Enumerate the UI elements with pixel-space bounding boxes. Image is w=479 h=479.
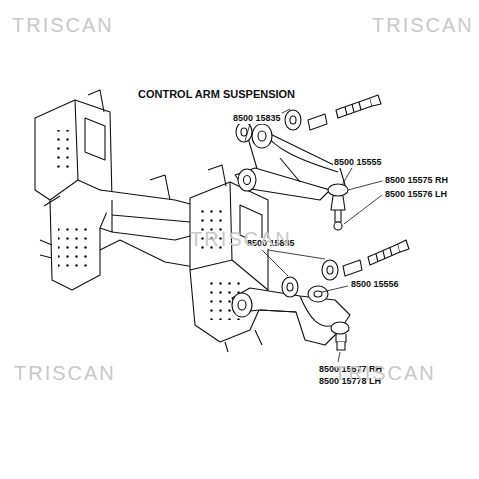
lower-bushings (282, 240, 409, 297)
callout-number: 8500 15556 (350, 279, 400, 290)
subframe (35, 90, 268, 352)
callout-number: 8500 15555 (333, 157, 383, 168)
callout-number: 8500 15835 (232, 113, 282, 124)
callout-number: 8500 15575 RH (384, 175, 449, 186)
callout-number: 8500 15576 LH (384, 189, 448, 200)
watermark: TRISCAN (190, 228, 292, 251)
upper-control-arm (235, 124, 348, 230)
diagram-title: CONTROL ARM SUSPENSION (138, 88, 295, 100)
watermark: TRISCAN (12, 14, 114, 37)
watermark: TRISCAN (334, 362, 436, 385)
watermark: TRISCAN (372, 14, 474, 37)
watermark: TRISCAN (14, 362, 116, 385)
